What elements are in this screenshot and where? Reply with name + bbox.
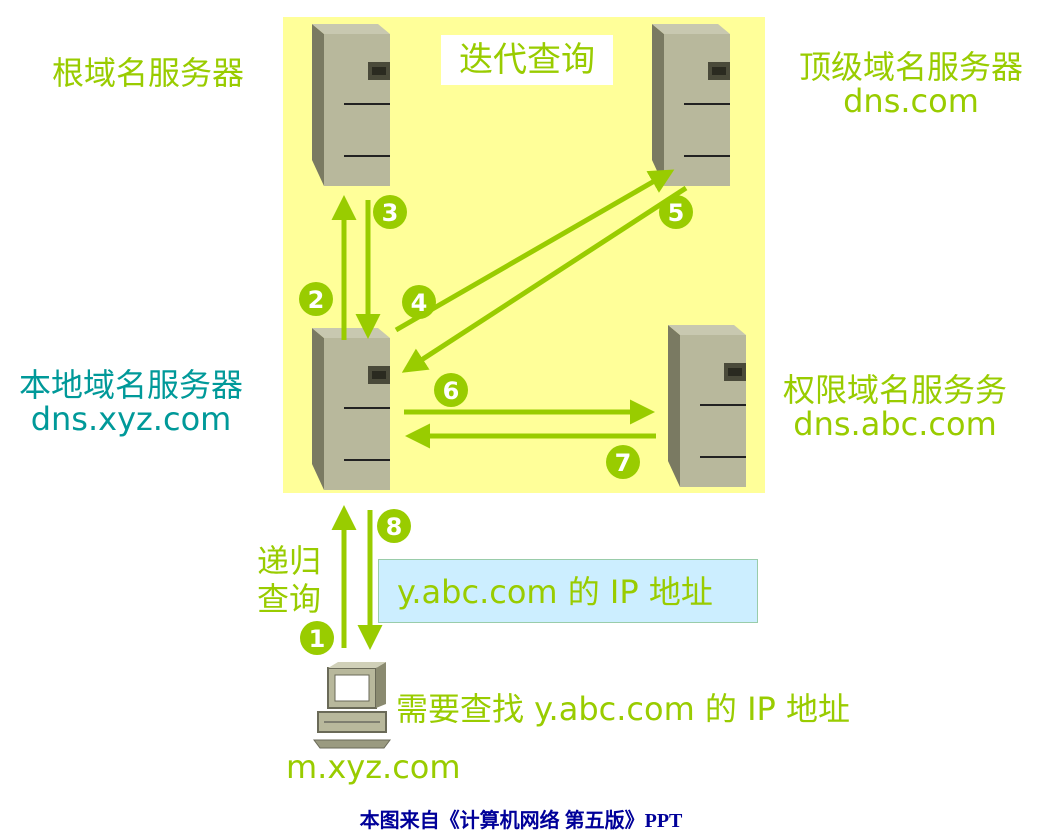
iterative-query-title: 迭代查询 <box>441 35 613 85</box>
svg-text:4: 4 <box>411 289 428 317</box>
auth-server-icon <box>667 324 747 488</box>
recursive-query-line2: 查询 <box>256 580 321 618</box>
source-caption: 本图来自《计算机网络 第五版》PPT <box>359 810 683 832</box>
svg-text:7: 7 <box>615 449 632 477</box>
step-badge-1: 1 <box>300 621 334 655</box>
tld-server-domain: dns.com <box>843 82 979 120</box>
svg-text:2: 2 <box>308 286 325 314</box>
recursive-query-line1: 递归 <box>256 542 321 580</box>
svg-text:1: 1 <box>309 625 326 653</box>
svg-text:6: 6 <box>443 377 460 405</box>
step-badge-7: 7 <box>606 445 640 479</box>
step-badge-3: 3 <box>373 195 407 229</box>
svg-text:3: 3 <box>382 199 399 227</box>
auth-server-domain: dns.abc.com <box>793 405 997 443</box>
arrow-step-5 <box>401 185 688 373</box>
local-server-label-group: 本地域名服务器 dns.xyz.com <box>0 368 262 436</box>
recursive-query-label: 递归 查询 <box>244 544 334 616</box>
step-badge-2: 2 <box>299 282 333 316</box>
step-badge-8: 8 <box>377 509 411 543</box>
local-server-icon <box>311 327 391 491</box>
client-computer-icon <box>313 662 391 749</box>
answer-box: y.abc.com 的 IP 地址 <box>378 559 758 623</box>
tld-server-label: 顶级域名服务器 <box>798 48 1023 86</box>
svg-text:5: 5 <box>668 199 685 227</box>
step-badge-4: 4 <box>402 285 436 319</box>
step-badge-5: 5 <box>659 195 693 229</box>
auth-server-label: 权限域名服务务 <box>782 371 1007 409</box>
arrow-step-4 <box>394 169 675 333</box>
client-request-text: 需要查找 y.abc.com 的 IP 地址 <box>396 690 851 728</box>
auth-server-label-group: 权限域名服务务 dns.abc.com <box>770 373 1020 441</box>
svg-text:8: 8 <box>386 513 403 541</box>
root-server-label: 根域名服务器 <box>52 54 245 92</box>
tld-server-label-group: 顶级域名服务器 dns.com <box>780 50 1042 118</box>
local-server-domain: dns.xyz.com <box>30 400 232 438</box>
step-badge-6: 6 <box>434 373 468 407</box>
local-server-label: 本地域名服务器 <box>18 366 243 404</box>
tld-server-icon <box>651 23 731 187</box>
client-domain-label: m.xyz.com <box>286 748 461 786</box>
root-server-icon <box>311 23 391 187</box>
